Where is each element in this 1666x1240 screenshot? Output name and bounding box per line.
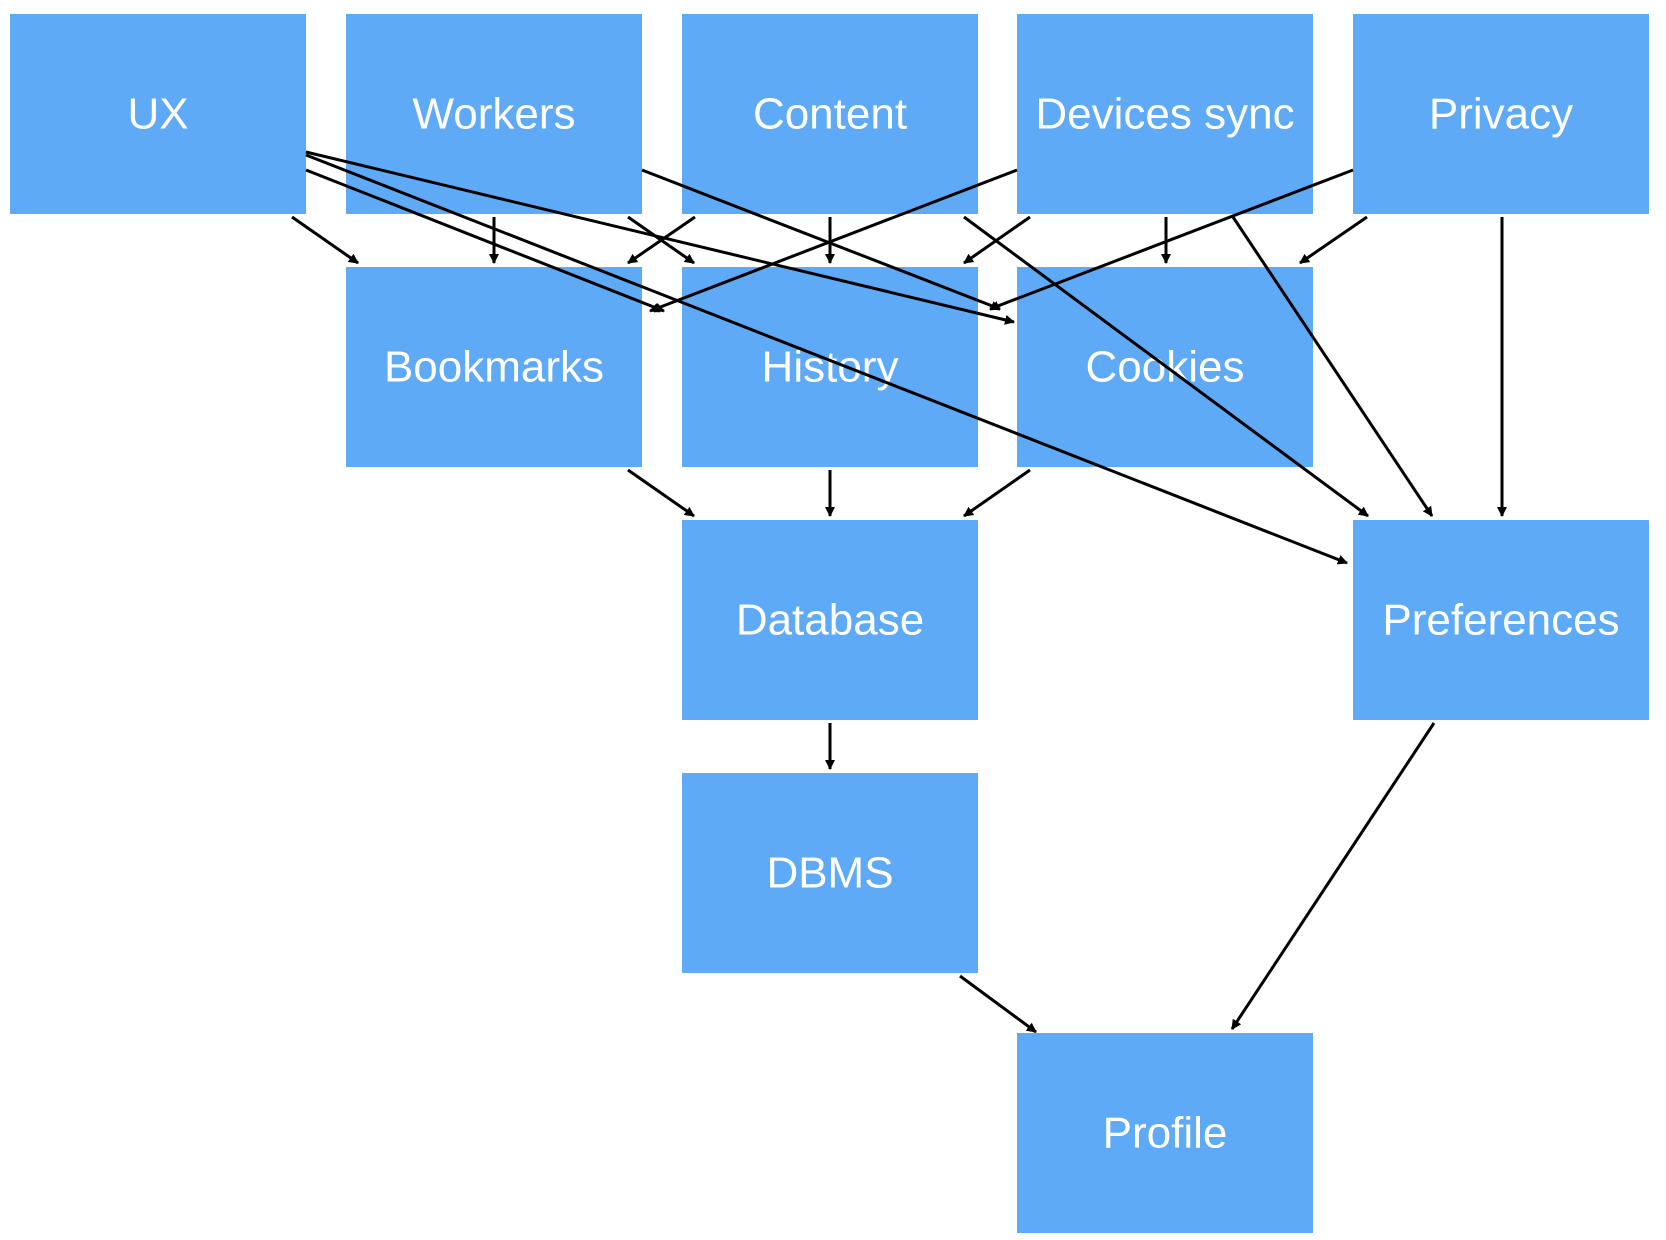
node-box [682, 520, 978, 720]
node-label: UX [127, 90, 188, 139]
edge-devices-sync-to-history [963, 215, 1031, 265]
edge-content-to-preferences [963, 215, 1369, 518]
node-box [346, 267, 642, 467]
node-label: Content [753, 90, 907, 139]
edge-ux-to-history [305, 168, 665, 313]
node-box [1017, 1033, 1313, 1233]
edge-privacy-to-cookies [1299, 215, 1368, 265]
nodes-layer: UX Workers Content Devices sync PrivacyBookm… [10, 14, 1649, 1233]
node-label: Privacy [1429, 90, 1573, 139]
node-devices-sync: Devices sync [1017, 14, 1313, 214]
node-box [682, 14, 978, 214]
node-database: Database [682, 520, 978, 720]
node-box [1017, 14, 1313, 214]
edge-preferences-to-profile [1230, 722, 1436, 1030]
node-label: Profile [1103, 1109, 1228, 1158]
edge-cookies-to-database [963, 468, 1031, 518]
node-label: Preferences [1382, 596, 1619, 645]
node-cookies: Cookies [1017, 267, 1313, 467]
node-preferences: Preferences [1353, 520, 1649, 720]
node-content: Content [682, 14, 978, 214]
edge-content-to-bookmarks [627, 215, 696, 265]
edge-bookmarks-to-database [627, 468, 695, 518]
edge-devices-sync-to-preferences [1231, 216, 1434, 517]
node-box [1353, 520, 1649, 720]
node-bookmarks: Bookmarks [346, 267, 642, 467]
edges-layer [291, 150, 1507, 1034]
node-ux: UX [10, 14, 306, 214]
node-box [1353, 14, 1649, 214]
node-dbms: DBMS [682, 773, 978, 973]
node-box [346, 14, 642, 214]
node-label: DBMS [766, 849, 893, 898]
node-box [682, 773, 978, 973]
node-workers: Workers [346, 14, 642, 214]
node-history: History [682, 267, 978, 467]
edge-ux-to-bookmarks [291, 215, 359, 265]
node-label: Devices sync [1035, 90, 1294, 139]
edge-privacy-to-history [989, 168, 1354, 311]
edge-devices-sync-to-bookmarks [649, 168, 1018, 313]
node-privacy: Privacy [1353, 14, 1649, 214]
node-label: Bookmarks [384, 343, 604, 392]
node-box [10, 14, 306, 214]
edge-workers-to-cookies [641, 168, 1001, 311]
node-profile: Profile [1017, 1033, 1313, 1233]
edge-ux-to-cookies [305, 150, 1015, 325]
node-label: Database [736, 596, 924, 645]
edge-dbms-to-profile [959, 974, 1037, 1034]
edge-ux-to-preferences [305, 153, 1348, 565]
node-label: History [762, 343, 899, 392]
node-label: Workers [413, 90, 576, 139]
